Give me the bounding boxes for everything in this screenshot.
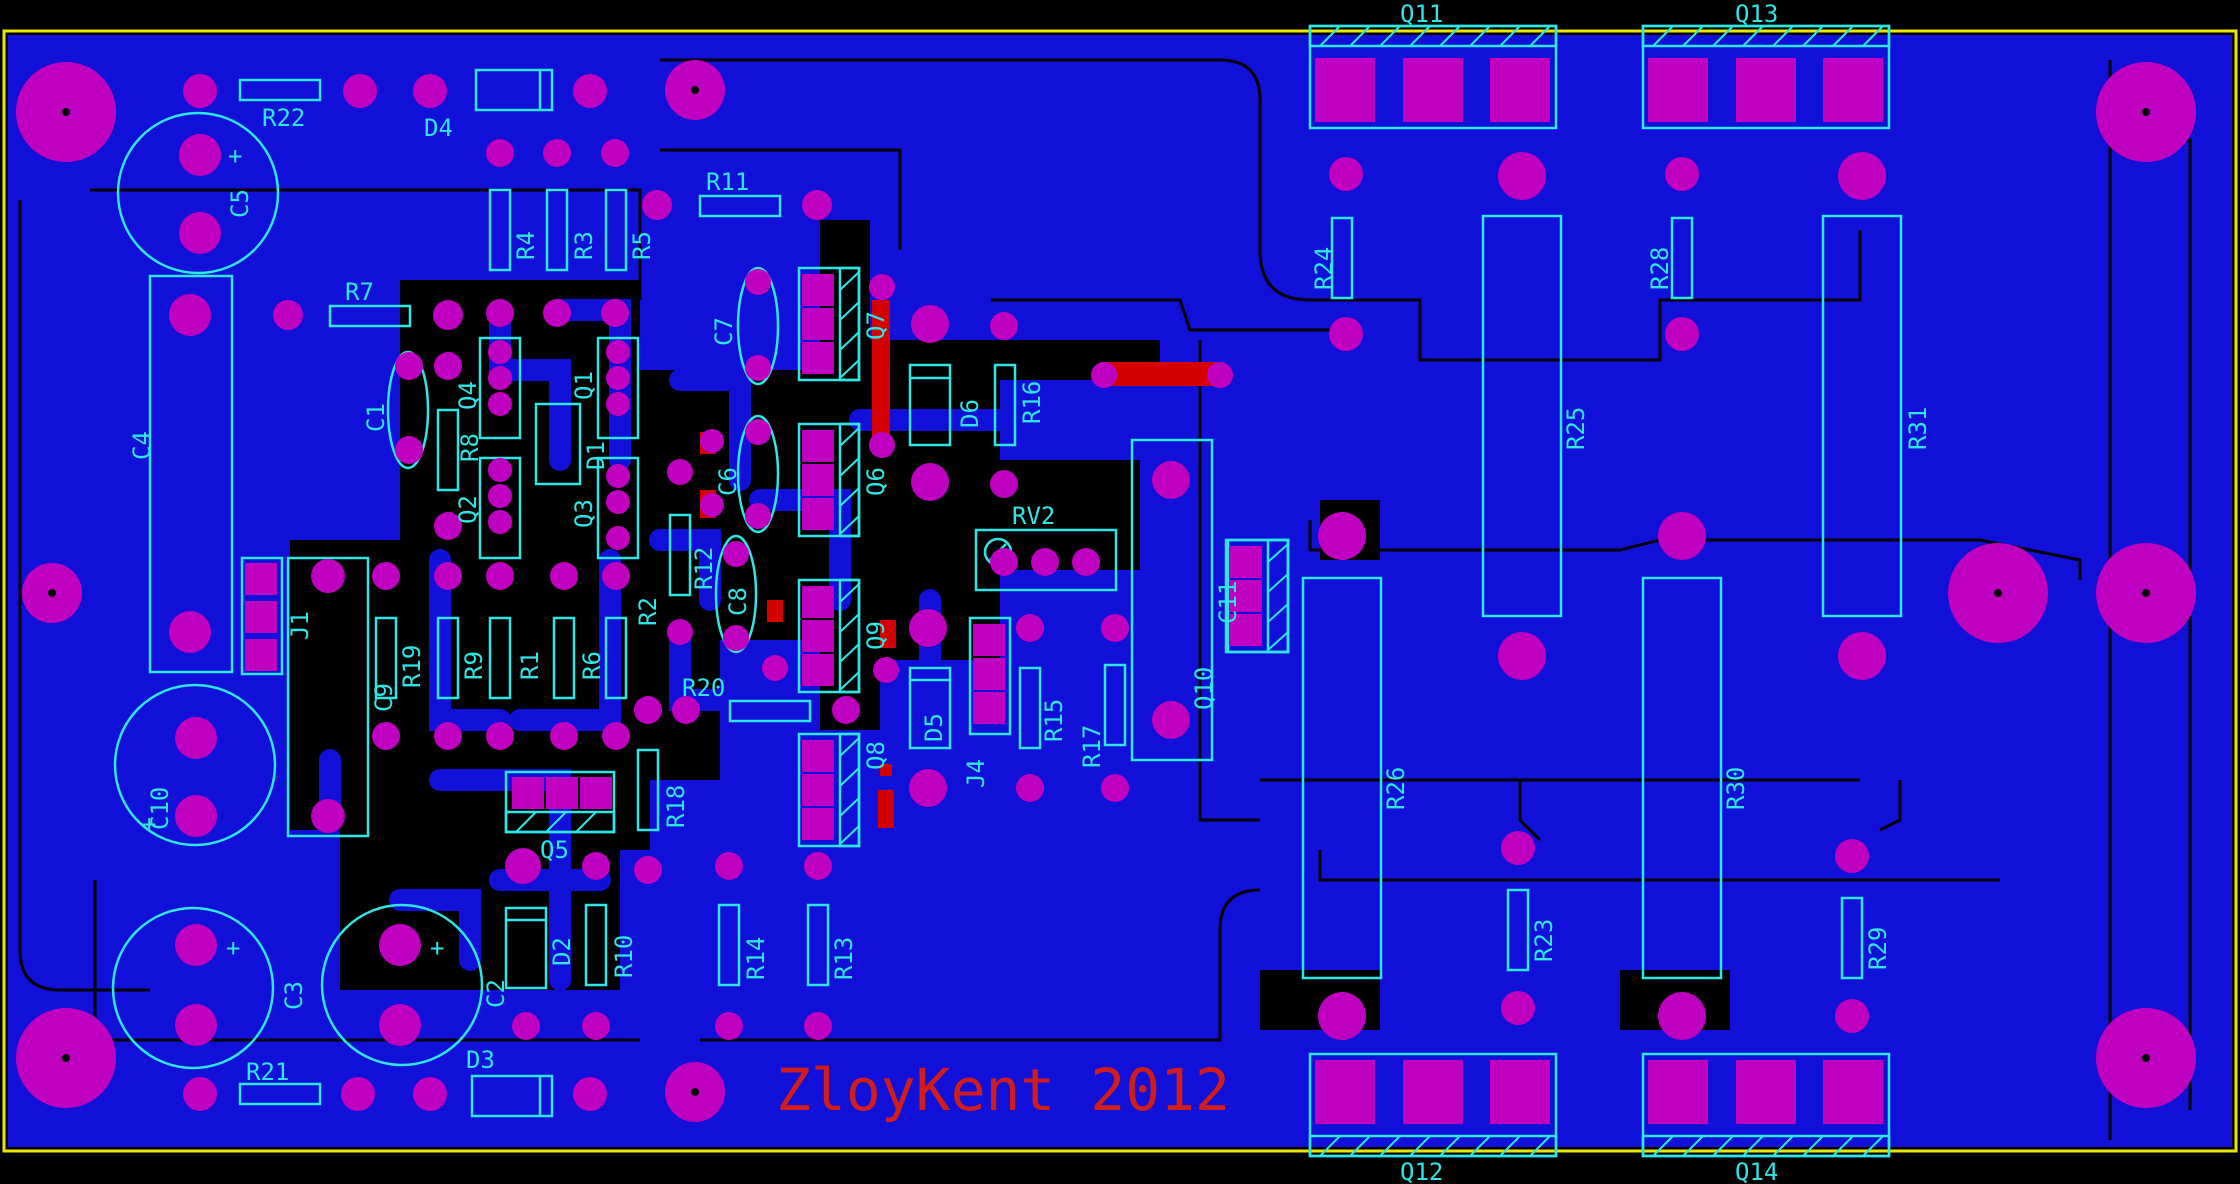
label-q3: Q3 [570,499,598,528]
label-d6: D6 [956,399,984,428]
label-r23: R23 [1530,919,1558,962]
label-q14: Q14 [1735,1158,1778,1184]
label-r21: R21 [246,1058,289,1086]
label-q2: Q2 [454,495,482,524]
label-r14: R14 [742,937,770,980]
label-q4: Q4 [454,381,482,410]
label-c11: C11 [1214,581,1242,624]
label-c5: C5 [226,189,254,218]
silkscreen-outlines [111,24,1903,1158]
label-d1: D1 [582,441,610,470]
label-c9: C9 [370,683,398,712]
label-d3: D3 [466,1046,495,1074]
label-r15: R15 [1040,699,1068,742]
label-r29: R29 [1864,927,1892,970]
label-j4: J4 [962,759,990,788]
label-r7: R7 [345,278,374,306]
label-c4: C4 [128,431,156,460]
label-r10: R10 [610,935,638,978]
label-q8: Q8 [862,741,890,770]
label-q1: Q1 [570,371,598,400]
label-q6: Q6 [862,467,890,496]
label-c1: C1 [362,403,390,432]
label-r24: R24 [1310,247,1338,290]
label-q9: Q9 [862,621,890,650]
label-r30: R30 [1722,767,1750,810]
label-r6: R6 [578,651,606,680]
label-r1: R1 [516,651,544,680]
component-labels: Q11 Q13 Q12 Q14 R22 D4 C5 R4 R3 R5 R11 R… [128,0,1932,1184]
silkscreen-hatching [515,25,1884,1157]
label-q5: Q5 [540,836,569,864]
label-r31: R31 [1904,407,1932,450]
label-c3: C3 [280,981,308,1010]
label-r17: R17 [1078,725,1106,768]
label-r12: R12 [690,547,718,590]
label-d5: D5 [920,713,948,742]
label-q13: Q13 [1735,0,1778,28]
polarity-mark: + [226,934,240,962]
label-q7: Q7 [862,311,890,340]
label-r4: R4 [512,231,540,260]
label-r2: R2 [634,597,662,626]
label-j1: J1 [286,611,314,640]
label-r20: R20 [682,674,725,702]
mounting-holes [16,60,2196,1122]
label-q11: Q11 [1400,0,1443,28]
label-r3: R3 [570,231,598,260]
label-r28: R28 [1646,247,1674,290]
label-c7: C7 [710,317,738,346]
label-c2: C2 [482,979,510,1008]
label-rv2: RV2 [1012,502,1055,530]
round-pads [169,74,1886,1111]
label-c8: C8 [724,587,752,616]
label-r9: R9 [460,651,488,680]
label-d2: D2 [548,937,576,966]
label-q10: Q10 [1190,667,1218,710]
label-q12: Q12 [1400,1158,1443,1184]
polarity-mark: + [430,934,444,962]
polarity-mark: + [228,142,242,170]
label-d4: D4 [424,114,453,142]
label-r22: R22 [262,104,305,132]
board-edge [2,29,2238,1153]
square-pads [245,58,1883,1124]
label-r8: R8 [456,433,484,462]
polarity-mark: + [142,810,156,838]
label-r11: R11 [706,168,749,196]
label-r25: R25 [1562,407,1590,450]
label-r13: R13 [830,937,858,980]
label-r16: R16 [1018,381,1046,424]
label-r26: R26 [1382,767,1410,810]
label-r18: R18 [662,785,690,828]
label-c6: C6 [714,467,742,496]
signature-text: ZloyKent 2012 [776,1056,1230,1124]
label-c10: C10 [146,787,174,830]
label-r5: R5 [628,231,656,260]
label-r19: R19 [398,645,426,688]
